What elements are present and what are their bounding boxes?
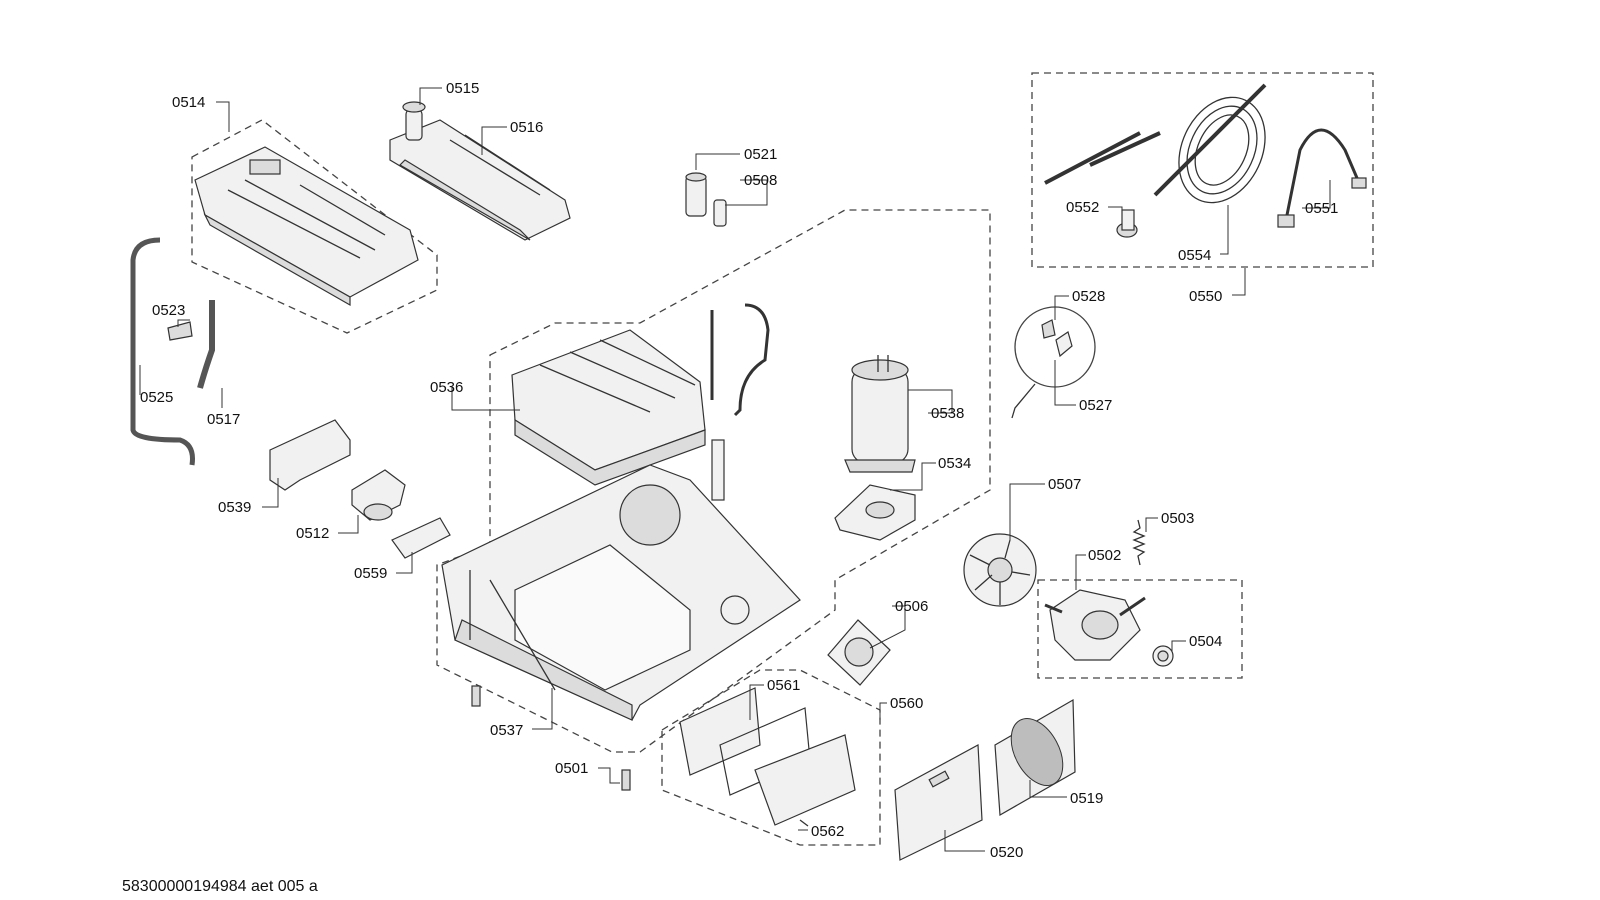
callout-0536: 0536	[430, 379, 463, 396]
callout-0507: 0507	[1048, 476, 1081, 493]
leader-lines	[139, 87, 1331, 852]
part-condensate-pipe	[130, 237, 195, 466]
part-cover-panel	[894, 744, 983, 861]
part-heat-exchanger	[511, 303, 770, 486]
callout-0527: 0527	[1079, 397, 1112, 414]
callout-0514: 0514	[172, 94, 205, 111]
callout-0506: 0506	[895, 598, 928, 615]
callout-0503: 0503	[1161, 510, 1194, 527]
callout-0515: 0515	[446, 80, 479, 97]
part-grille-panel	[994, 698, 1076, 816]
part-capacitor	[685, 172, 707, 217]
callout-0525: 0525	[140, 389, 173, 406]
group-outline-accessories	[1031, 72, 1374, 268]
drawing-reference: 58300000194984 aet 005 a	[122, 878, 318, 895]
callout-0516: 0516	[510, 119, 543, 136]
part-base-frame	[441, 439, 801, 721]
callout-0562: 0562	[811, 823, 844, 840]
group-outline-tank	[191, 119, 438, 334]
part-cooling-fan	[827, 619, 891, 686]
part-drain-hose	[197, 300, 215, 389]
part-compressor	[844, 355, 916, 473]
group-outline-motor	[1037, 579, 1243, 679]
callout-0502: 0502	[1088, 547, 1121, 564]
part-spring	[1132, 519, 1146, 566]
part-motor	[1044, 589, 1146, 661]
part-temperature-sensor	[1011, 319, 1073, 419]
callout-0538: 0538	[931, 405, 964, 422]
part-motor-bearing	[1152, 645, 1174, 667]
callout-0550: 0550	[1189, 288, 1222, 305]
part-clip	[167, 321, 193, 341]
part-cable-ties	[1044, 131, 1161, 185]
part-compressor-plate	[834, 484, 916, 541]
callout-0512: 0512	[296, 525, 329, 542]
group-outline-filter	[661, 669, 881, 846]
callout-0521: 0521	[744, 146, 777, 163]
callout-0554: 0554	[1178, 247, 1211, 264]
callout-0520: 0520	[990, 844, 1023, 861]
part-water-tank	[194, 146, 419, 307]
part-hose-adapter	[1116, 209, 1138, 238]
callout-0539: 0539	[218, 499, 251, 516]
group-outline-base	[436, 209, 991, 753]
part-duct-bracket	[269, 419, 351, 491]
part-fan-wheel	[963, 533, 1037, 607]
part-hose-bracket	[1277, 128, 1367, 228]
callout-0551: 0551	[1305, 200, 1338, 217]
callout-0537: 0537	[490, 722, 523, 739]
callout-0501: 0501	[555, 760, 588, 777]
callout-0552: 0552	[1066, 199, 1099, 216]
callout-0517: 0517	[207, 411, 240, 428]
part-small-capacitor	[713, 199, 727, 227]
callout-0523: 0523	[152, 302, 185, 319]
callout-0560: 0560	[890, 695, 923, 712]
part-filter-housing	[679, 687, 761, 776]
part-filter-frame	[719, 707, 856, 827]
callout-0504: 0504	[1189, 633, 1222, 650]
callout-0559: 0559	[354, 565, 387, 582]
callout-0561: 0561	[767, 677, 800, 694]
part-pump	[351, 469, 406, 521]
callout-0519: 0519	[1070, 790, 1103, 807]
part-screw	[471, 685, 631, 791]
part-holder	[391, 517, 451, 559]
callout-0508: 0508	[744, 172, 777, 189]
callout-0534: 0534	[938, 455, 971, 472]
callout-0528: 0528	[1072, 288, 1105, 305]
part-drawer-cover	[389, 101, 571, 241]
part-hose-coil	[1153, 83, 1267, 204]
